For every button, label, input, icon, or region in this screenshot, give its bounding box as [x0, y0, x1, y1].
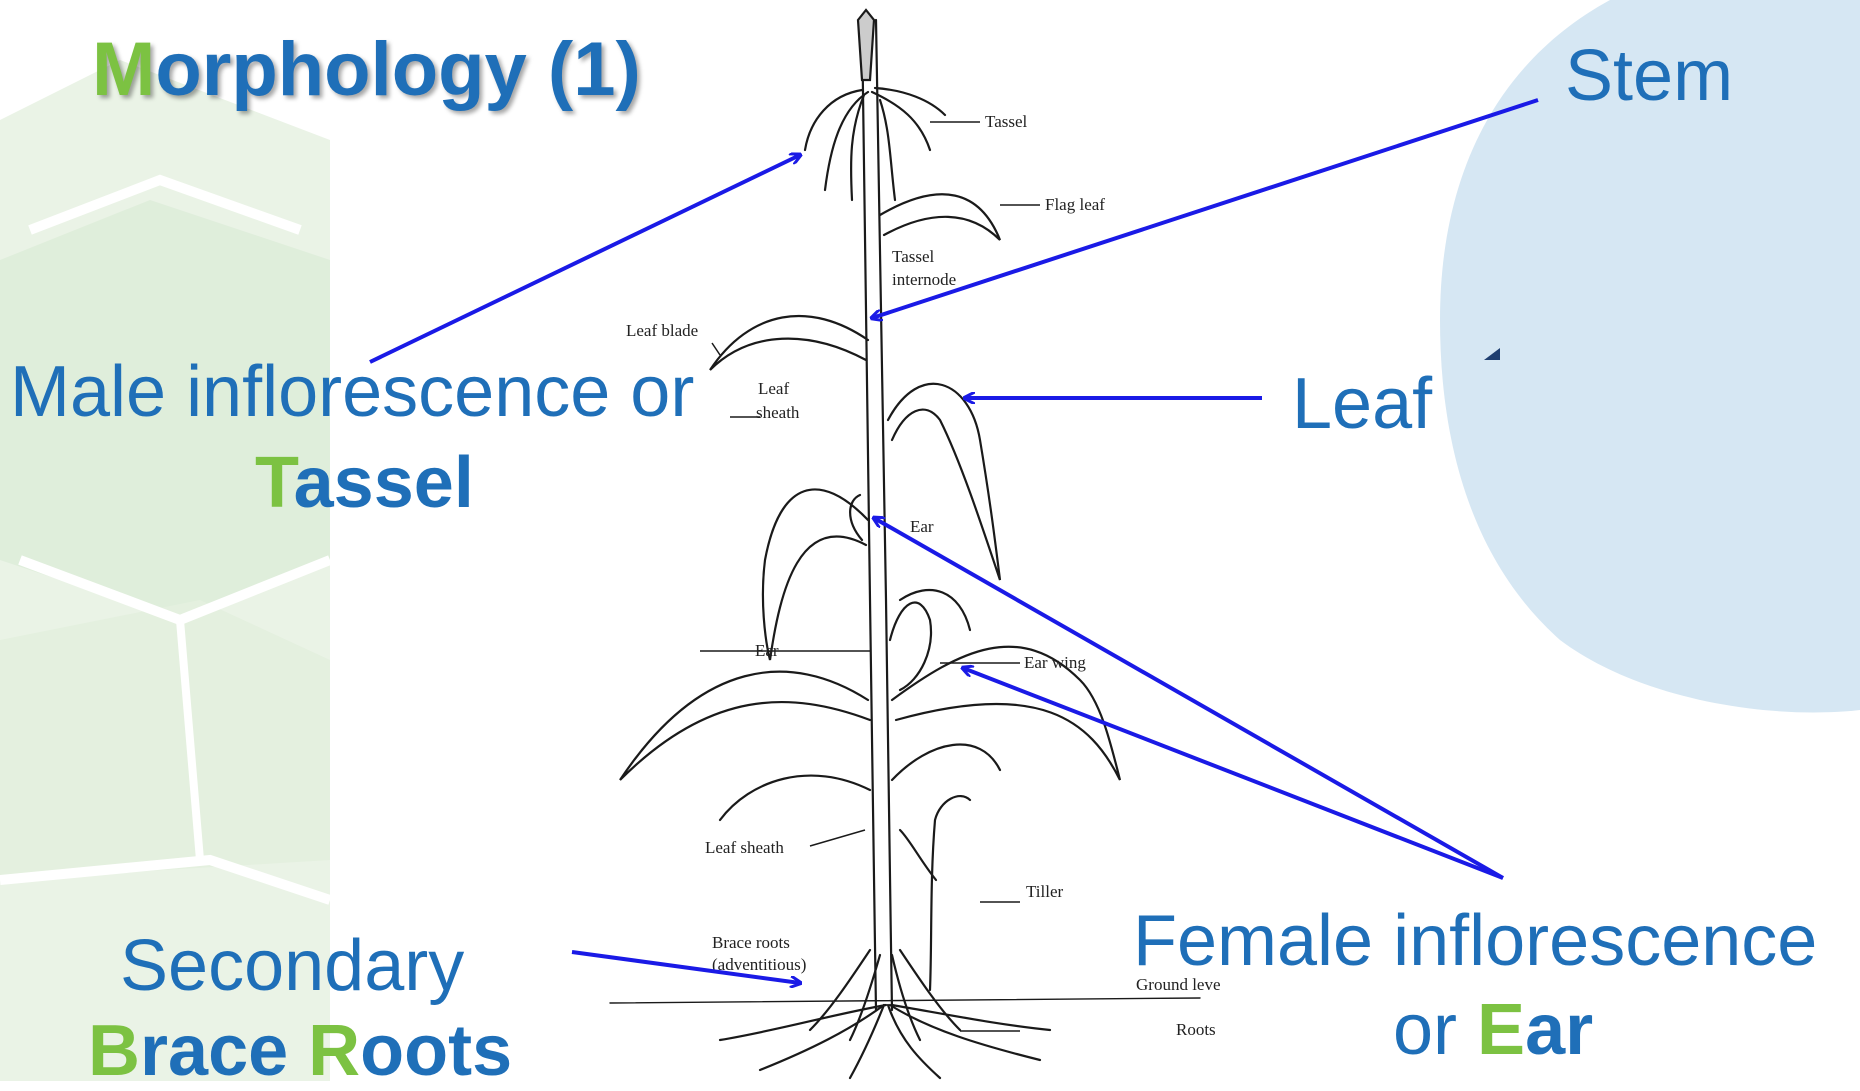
arrow-ear-lower	[963, 668, 1503, 878]
arrow-stem	[872, 100, 1538, 318]
arrow-ear-upper	[874, 518, 1503, 878]
arrow-brace-roots	[572, 952, 800, 983]
arrow-tassel	[370, 155, 800, 362]
